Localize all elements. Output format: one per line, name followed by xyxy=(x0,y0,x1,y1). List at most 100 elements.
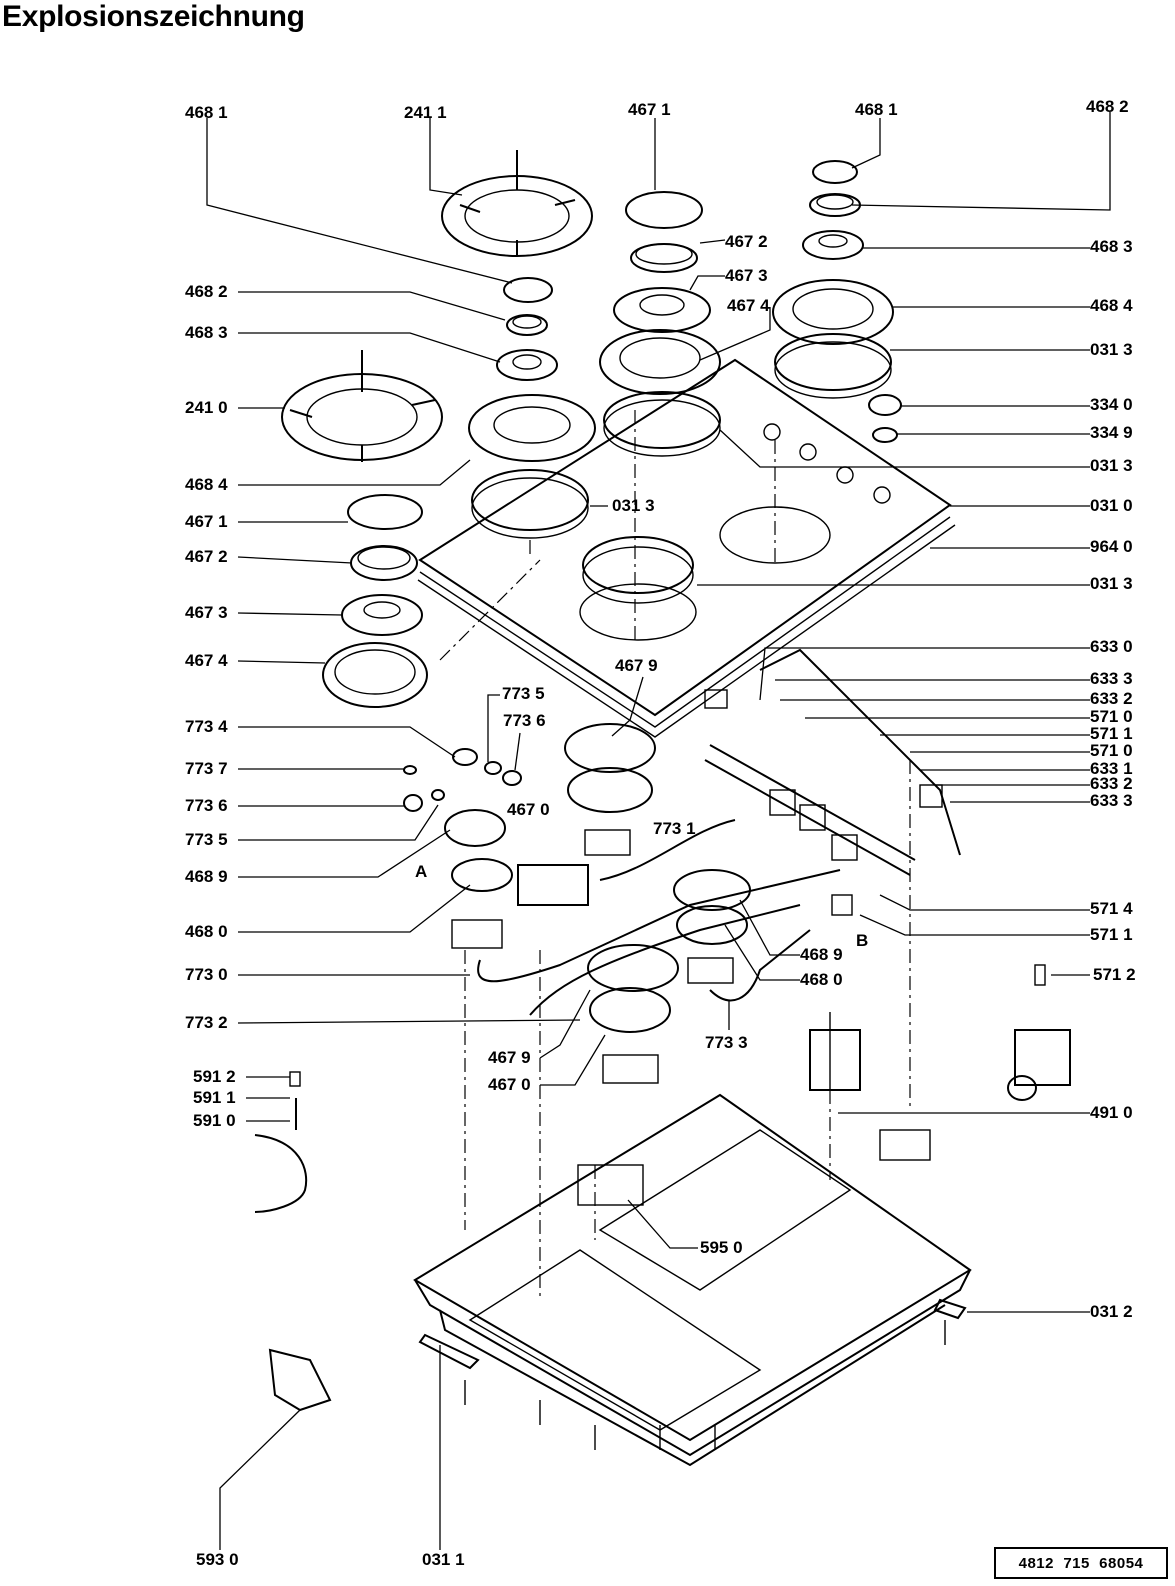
part-label: 467 9 xyxy=(615,656,658,675)
thermocouple-set xyxy=(254,1071,308,1213)
part-label: 467 4 xyxy=(185,651,228,670)
part-label: 571 1 xyxy=(1090,724,1133,743)
part-label: 633 1 xyxy=(1090,759,1133,778)
part-label: 571 2 xyxy=(1093,965,1136,984)
part-label: 773 7 xyxy=(185,759,228,778)
burner-cap-center-left xyxy=(503,277,553,303)
part-label: 031 2 xyxy=(1090,1302,1133,1321)
part-label: 633 2 xyxy=(1090,689,1133,708)
wiring-bag-593-0 xyxy=(268,1348,332,1412)
part-label: 773 3 xyxy=(705,1033,748,1052)
part-label: 334 0 xyxy=(1090,395,1133,414)
part-label: 031 3 xyxy=(1090,340,1133,359)
burner-bowl-center-left xyxy=(468,394,596,539)
burner-bowl-middle xyxy=(599,329,721,457)
flame-spreader-center-left xyxy=(506,314,548,336)
gas-pipes xyxy=(477,819,841,1016)
part-label: 467 2 xyxy=(725,232,768,251)
nozzle-fittings-left xyxy=(403,748,522,847)
burner-body-a xyxy=(564,723,656,856)
part-label: 595 0 xyxy=(700,1238,743,1257)
part-label: 031 3 xyxy=(1090,456,1133,475)
part-label: 468 1 xyxy=(855,100,898,119)
seal-ring-large xyxy=(582,536,694,604)
part-label: 571 4 xyxy=(1090,899,1133,918)
document-number-box: 4812 715 68054 xyxy=(994,1547,1168,1579)
part-label: 633 2 xyxy=(1090,774,1133,793)
part-label: 964 0 xyxy=(1090,537,1133,556)
part-label: 773 6 xyxy=(185,796,228,815)
part-label: 241 0 xyxy=(185,398,228,417)
burner-head-left xyxy=(341,594,423,636)
part-label: 468 3 xyxy=(1090,237,1133,256)
part-label: 467 1 xyxy=(185,512,228,531)
part-label: 468 4 xyxy=(1090,296,1133,315)
part-label: 241 1 xyxy=(404,103,447,122)
part-label: 571 0 xyxy=(1090,741,1133,760)
ignition-module xyxy=(517,689,728,906)
burner-bowl-right xyxy=(772,279,894,399)
part-label: 468 0 xyxy=(185,922,228,941)
part-label: 031 3 xyxy=(1090,574,1133,593)
part-label: 467 4 xyxy=(727,296,770,315)
part-label: 633 0 xyxy=(1090,637,1133,656)
burner-cap-left xyxy=(347,494,423,530)
part-label: 468 2 xyxy=(185,282,228,301)
part-label: 467 9 xyxy=(488,1048,531,1067)
part-label: 468 2 xyxy=(1086,97,1129,116)
part-label: 468 0 xyxy=(800,970,843,989)
mounting-bar-031-1 xyxy=(418,1333,480,1370)
part-label: 773 5 xyxy=(185,830,228,849)
part-label: 334 9 xyxy=(1090,423,1133,442)
part-label: 467 0 xyxy=(488,1075,531,1094)
part-label: 773 0 xyxy=(185,965,228,984)
part-label: 031 3 xyxy=(612,496,655,515)
pan-support-large-left xyxy=(281,350,443,462)
part-label: 031 0 xyxy=(1090,496,1133,515)
part-label: 467 3 xyxy=(185,603,228,622)
part-label: 591 0 xyxy=(193,1111,236,1130)
part-label: 467 2 xyxy=(185,547,228,566)
part-label: B xyxy=(856,931,868,950)
burner-cap-middle xyxy=(625,191,703,229)
screws xyxy=(464,1320,946,1450)
pan-support-large-top xyxy=(441,150,593,257)
burner-head-middle xyxy=(613,287,711,333)
part-label: 773 5 xyxy=(502,684,545,703)
burner-bowl-left xyxy=(322,642,428,708)
part-label: 773 4 xyxy=(185,717,228,736)
hob-top-plate xyxy=(417,358,956,738)
part-label: 591 2 xyxy=(193,1067,236,1086)
part-label: 571 0 xyxy=(1090,707,1133,726)
bottom-pan xyxy=(413,1093,972,1467)
part-label: 633 3 xyxy=(1090,791,1133,810)
gas-manifold xyxy=(704,648,961,916)
part-label: A xyxy=(415,862,427,881)
part-label: 773 1 xyxy=(653,819,696,838)
burner-body-c xyxy=(587,944,679,1084)
leader-lines xyxy=(206,112,1111,1550)
part-label: 467 3 xyxy=(725,266,768,285)
flame-spreader-left xyxy=(350,545,418,581)
control-knob xyxy=(868,394,902,443)
part-labels: 468 1 241 1 467 1 468 1 468 2 467 2 468 … xyxy=(185,97,1136,1569)
part-label: 468 9 xyxy=(185,867,228,886)
burner-head-right xyxy=(802,230,864,260)
part-label: 633 3 xyxy=(1090,669,1133,688)
flame-spreader-middle xyxy=(630,243,698,273)
burner-body-left xyxy=(451,858,513,949)
part-label: 593 0 xyxy=(196,1550,239,1569)
burner-head-center-left xyxy=(496,349,558,381)
part-label: 491 0 xyxy=(1090,1103,1133,1122)
part-label: 773 6 xyxy=(503,711,546,730)
part-label: 468 9 xyxy=(800,945,843,964)
page-title: Explosionszeichnung xyxy=(2,0,305,33)
gas-valve-571-2 xyxy=(1007,964,1071,1101)
part-label: 468 1 xyxy=(185,103,228,122)
burner-cap-right xyxy=(812,160,858,184)
bracket-491-0 xyxy=(809,1012,861,1091)
part-label: 031 1 xyxy=(422,1550,465,1569)
part-label: 467 0 xyxy=(507,800,550,819)
part-label: 467 1 xyxy=(628,100,671,119)
